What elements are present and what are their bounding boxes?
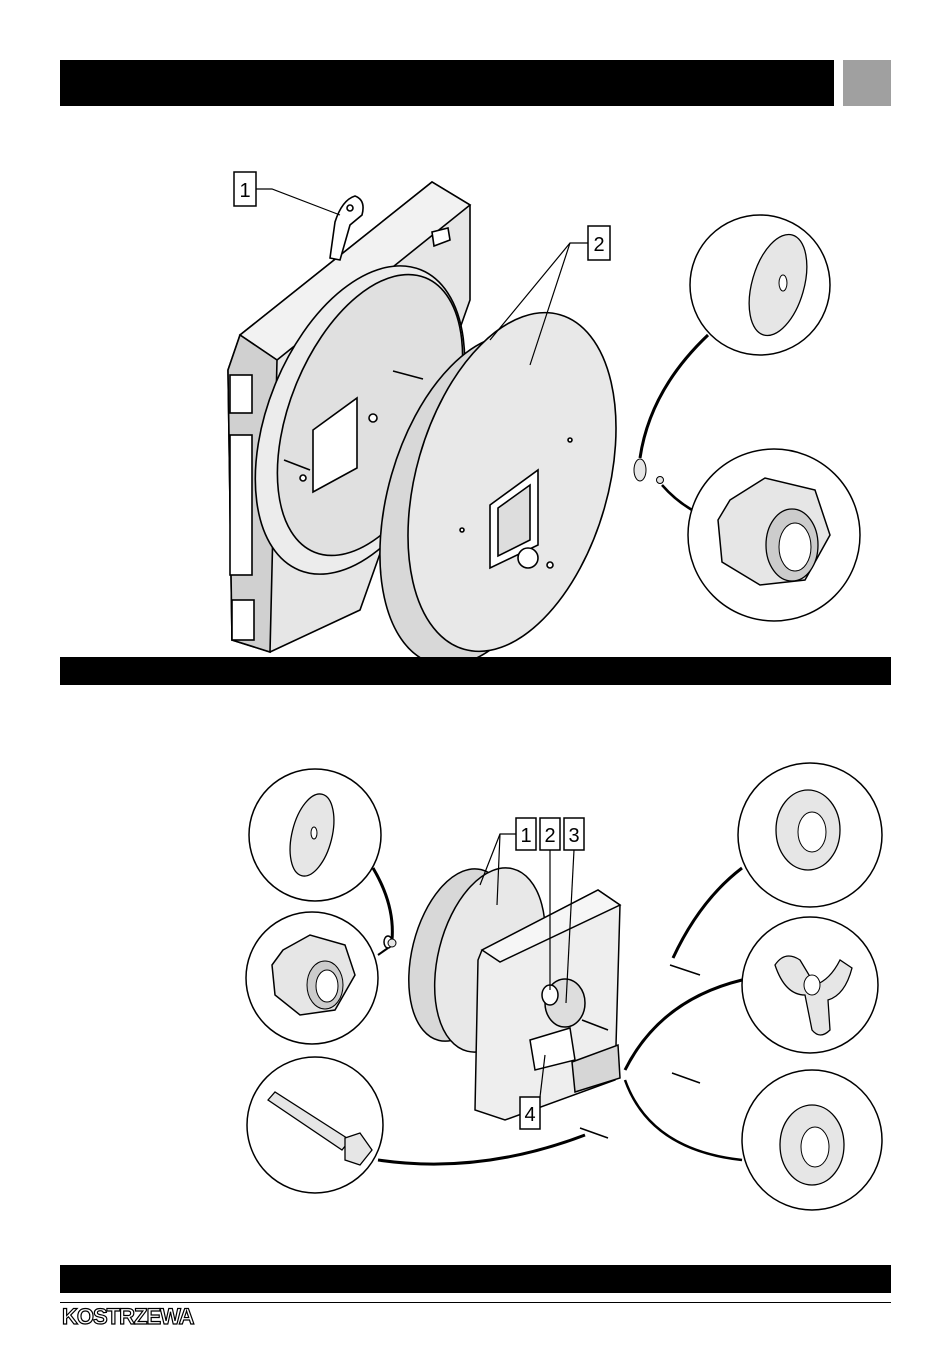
bottom-callout-3: 3 [568, 825, 579, 847]
top-callout-2: 2 [593, 234, 604, 256]
top-callout-1: 1 [239, 180, 250, 202]
footer-bar [60, 1265, 891, 1293]
bottom-exploded-diagram: 1 2 3 4 [0, 700, 950, 1260]
bottom-callout-2: 2 [544, 825, 555, 847]
svg-text:KOSTRZEWA: KOSTRZEWA [62, 1304, 195, 1329]
top-exploded-diagram: 1 2 [0, 0, 950, 660]
bottom-callout-1: 1 [520, 825, 531, 847]
kostrzewa-logo: KOSTRZEWA [62, 1303, 202, 1329]
bottom-callout-4: 4 [524, 1104, 535, 1126]
section-bar [60, 657, 891, 685]
